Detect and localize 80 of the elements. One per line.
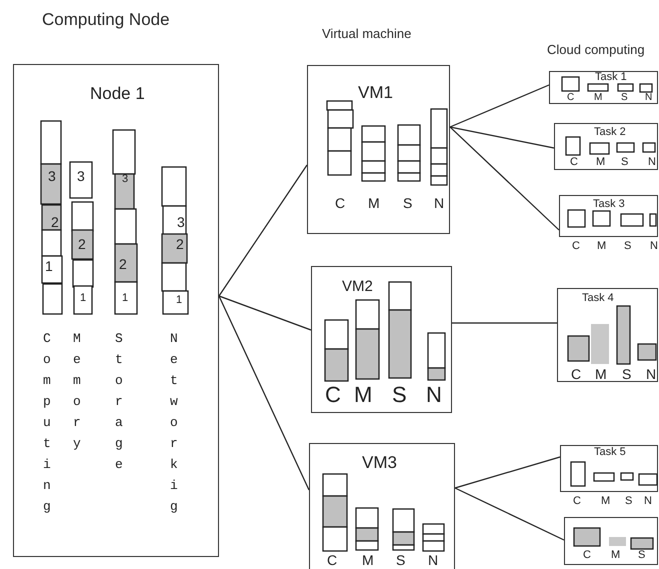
bar-letter: N bbox=[650, 241, 658, 252]
virtual-machine-box bbox=[311, 266, 452, 413]
bar-letter: C bbox=[570, 157, 578, 168]
bar-letter: M bbox=[611, 550, 620, 561]
bar-letter: M bbox=[354, 384, 372, 406]
bar-letter: M bbox=[368, 196, 380, 210]
bar-number: 3 bbox=[177, 215, 185, 229]
task-box bbox=[554, 123, 658, 170]
bar-number: 1 bbox=[45, 259, 53, 273]
bar-letter: N bbox=[646, 367, 656, 381]
bar-letter: S bbox=[392, 384, 407, 406]
resource-label: Storage bbox=[115, 330, 123, 474]
bar-letter: 1 bbox=[80, 293, 86, 304]
node-title: VM1 bbox=[358, 84, 393, 101]
section-heading: Computing Node bbox=[42, 10, 170, 30]
task-title: Task 1 bbox=[595, 72, 627, 83]
connector-line bbox=[450, 126, 554, 149]
bar-letter: C bbox=[325, 384, 341, 406]
task-title: Task 4 bbox=[582, 293, 614, 304]
bar-letter: S bbox=[621, 93, 628, 103]
bar-number: 3 bbox=[77, 169, 85, 183]
bar-letter: N bbox=[644, 496, 652, 507]
bar-letter: M bbox=[595, 367, 607, 381]
section-heading: Virtual machine bbox=[322, 26, 412, 41]
bar-letter: S bbox=[638, 550, 646, 561]
bar-letter: S bbox=[625, 496, 632, 507]
connector-line bbox=[218, 295, 312, 331]
bar-letter: N bbox=[645, 93, 652, 103]
bar-letter: M bbox=[596, 157, 606, 168]
connector-line bbox=[450, 126, 560, 230]
virtual-machine-box bbox=[309, 443, 455, 569]
node-title: Node 1 bbox=[90, 85, 145, 102]
bar-number: 3 bbox=[48, 169, 56, 183]
task-title: Task 2 bbox=[594, 127, 626, 138]
task-title: Task 3 bbox=[593, 199, 625, 210]
connector-line bbox=[454, 487, 564, 541]
task-title: Task 5 bbox=[594, 447, 626, 458]
bar-letter: C bbox=[567, 93, 574, 103]
connector-line bbox=[218, 164, 308, 296]
bar-letter: S bbox=[396, 553, 406, 567]
task-box bbox=[564, 517, 658, 565]
bar-letter: S bbox=[622, 367, 632, 381]
bar-letter: C bbox=[335, 196, 346, 210]
resource-label: Networkig bbox=[170, 330, 178, 516]
bar-number: 2 bbox=[119, 257, 127, 271]
bar-letter: C bbox=[327, 553, 338, 567]
section-heading: Cloud computing bbox=[547, 42, 645, 57]
bar-letter: C bbox=[571, 367, 582, 381]
bar-number: 2 bbox=[78, 237, 86, 251]
bar-letter: 1 bbox=[176, 295, 182, 306]
bar-letter: M bbox=[597, 241, 606, 252]
bar-letter: 1 bbox=[122, 293, 128, 304]
node-title: VM2 bbox=[342, 279, 373, 294]
resource-label: Computing bbox=[43, 330, 51, 516]
bar-letter: S bbox=[621, 157, 628, 168]
bar-letter: M bbox=[601, 496, 610, 507]
connector-line bbox=[452, 322, 557, 324]
bar-letter: C bbox=[572, 241, 580, 252]
virtual-machine-box bbox=[307, 65, 450, 234]
node-title: VM3 bbox=[362, 454, 397, 471]
bar-letter: N bbox=[648, 157, 656, 168]
bar-letter: S bbox=[624, 241, 632, 252]
connector-line bbox=[450, 84, 550, 128]
bar-letter: M bbox=[362, 553, 374, 567]
bar-letter: S bbox=[403, 196, 412, 210]
computing-node-box bbox=[13, 64, 219, 557]
bar-letter: 3 bbox=[122, 174, 128, 185]
bar-letter: C bbox=[583, 550, 591, 561]
bar-number: 2 bbox=[51, 215, 59, 229]
bar-letter: M bbox=[594, 93, 602, 103]
task-box bbox=[549, 71, 658, 104]
connector-line bbox=[218, 296, 310, 490]
bar-letter: N bbox=[428, 553, 438, 567]
task-box bbox=[557, 288, 658, 382]
bar-letter: N bbox=[426, 384, 442, 406]
bar-letter: C bbox=[573, 496, 581, 507]
resource-label: Memory bbox=[73, 330, 81, 453]
bar-letter: N bbox=[434, 196, 444, 210]
bar-number: 2 bbox=[176, 237, 184, 251]
connector-line bbox=[454, 456, 560, 489]
